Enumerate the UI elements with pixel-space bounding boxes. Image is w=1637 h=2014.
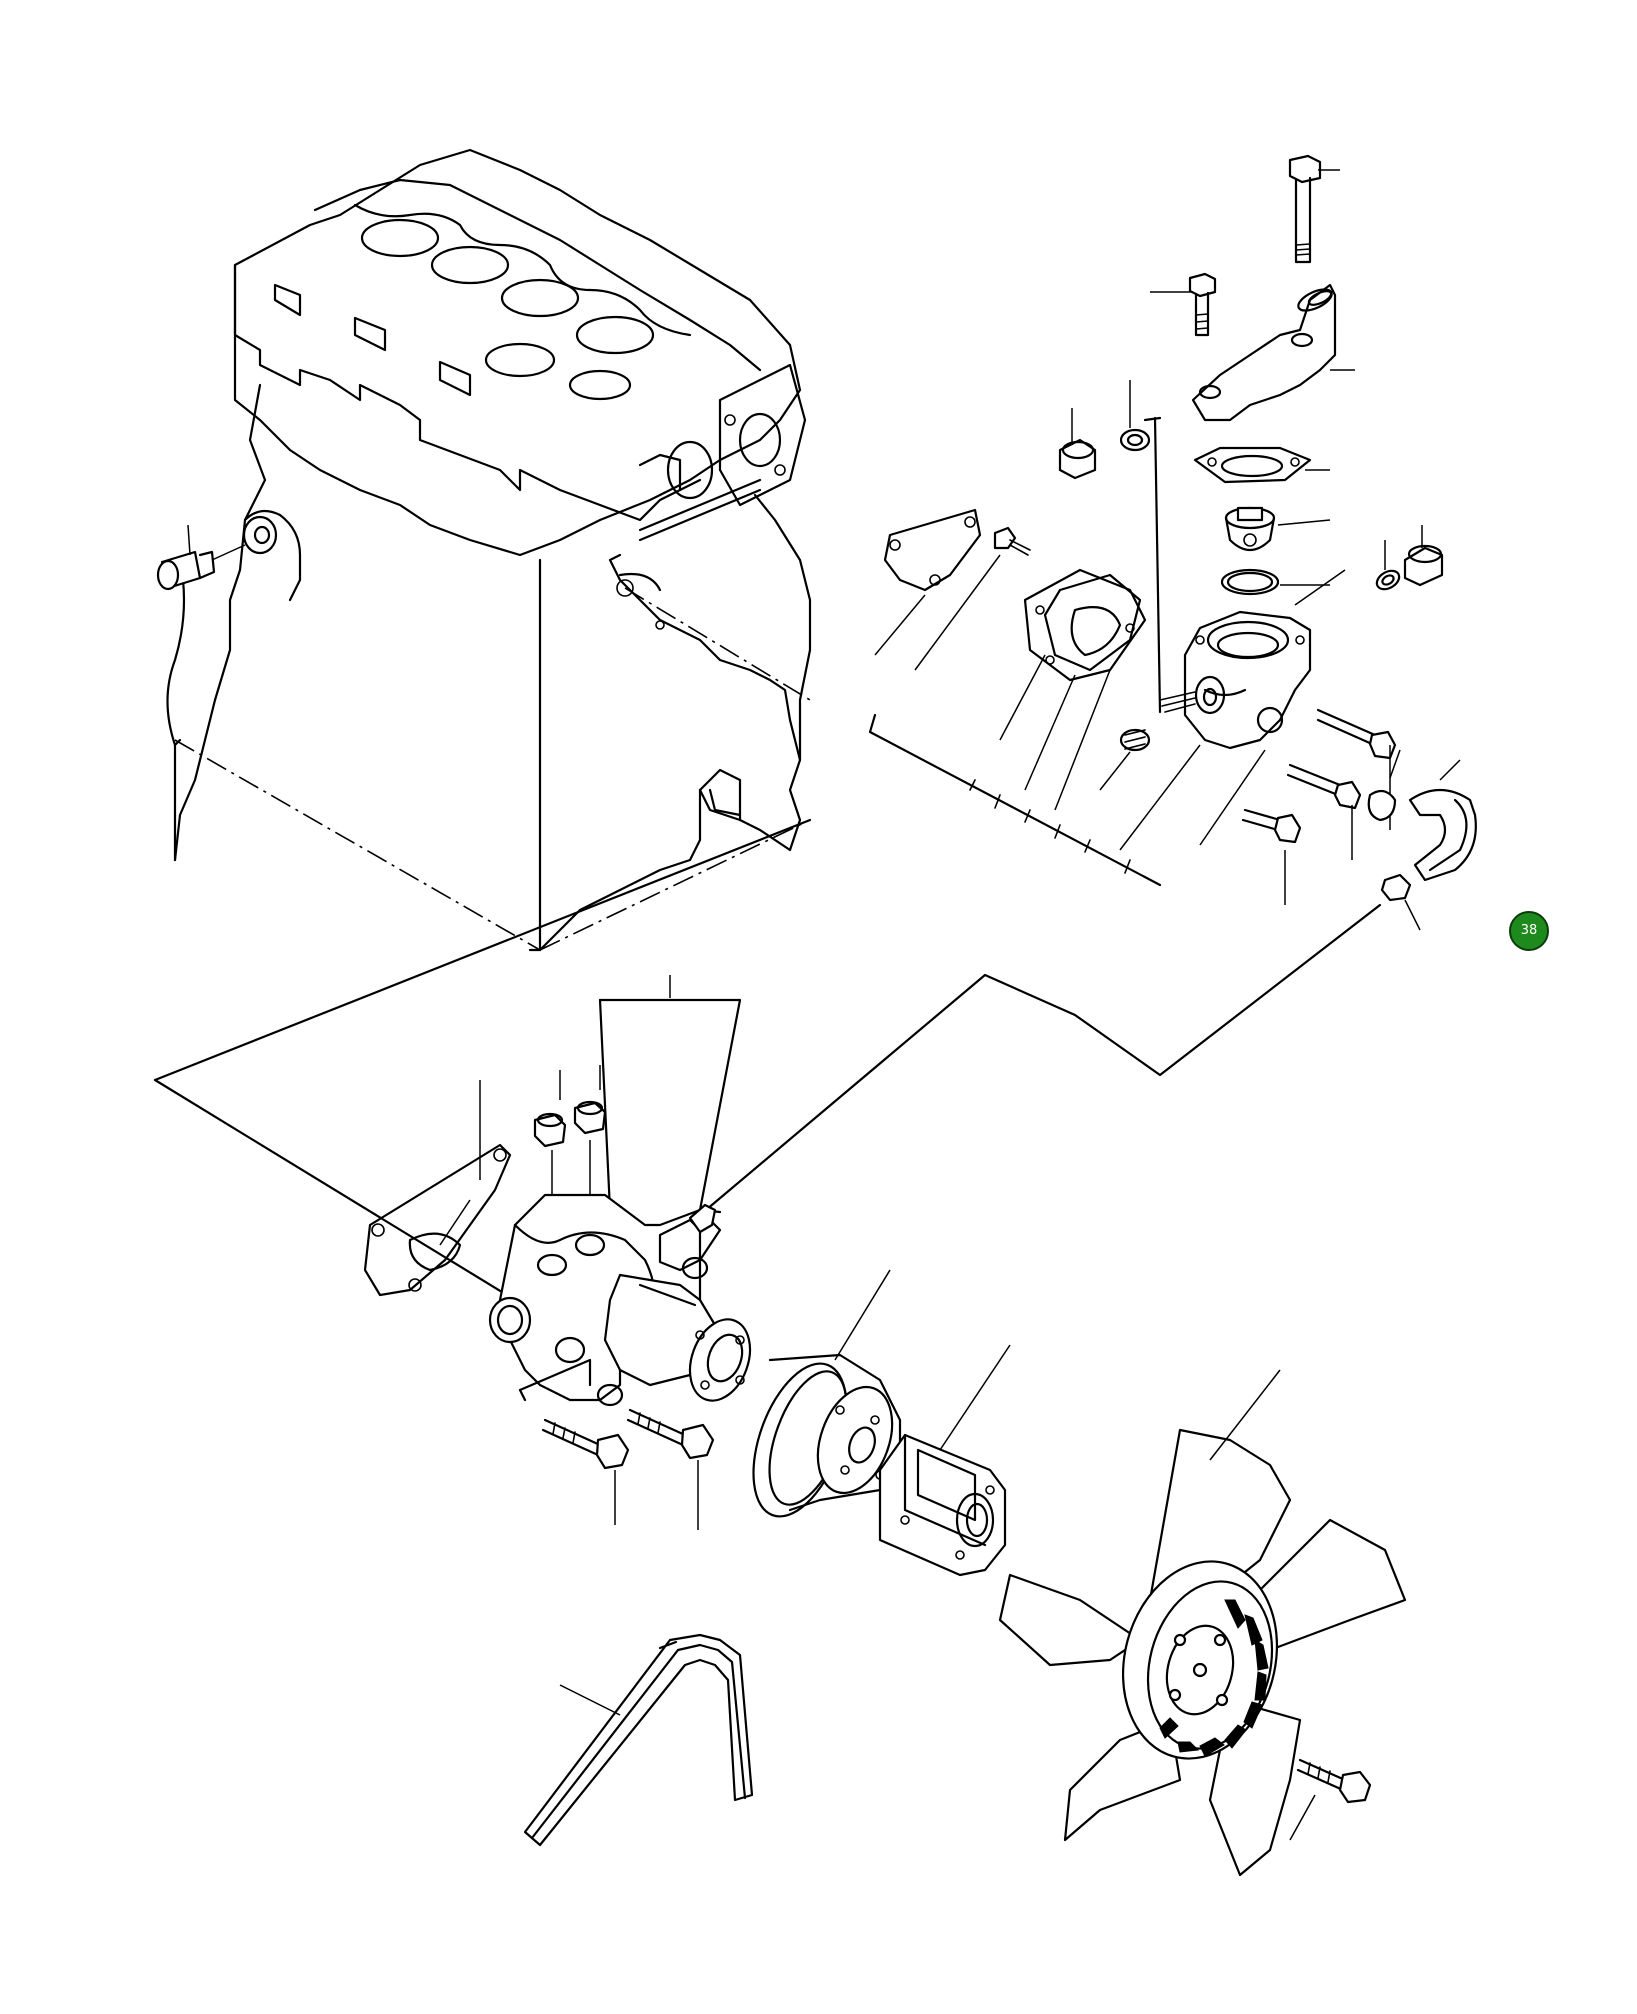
water-pump-group — [153, 818, 1382, 1530]
assembly-center-lines — [174, 587, 811, 951]
drain-plug — [156, 524, 246, 591]
v-belt — [523, 1633, 754, 1847]
fan-spacer — [878, 1344, 1011, 1577]
engine-block — [166, 148, 812, 952]
fan-hub-vents — [1159, 1599, 1269, 1757]
page-number-badge[interactable]: 38 — [1509, 911, 1549, 951]
thermostat-housing-group — [868, 154, 1477, 931]
cooling-fan — [998, 1369, 1407, 1877]
